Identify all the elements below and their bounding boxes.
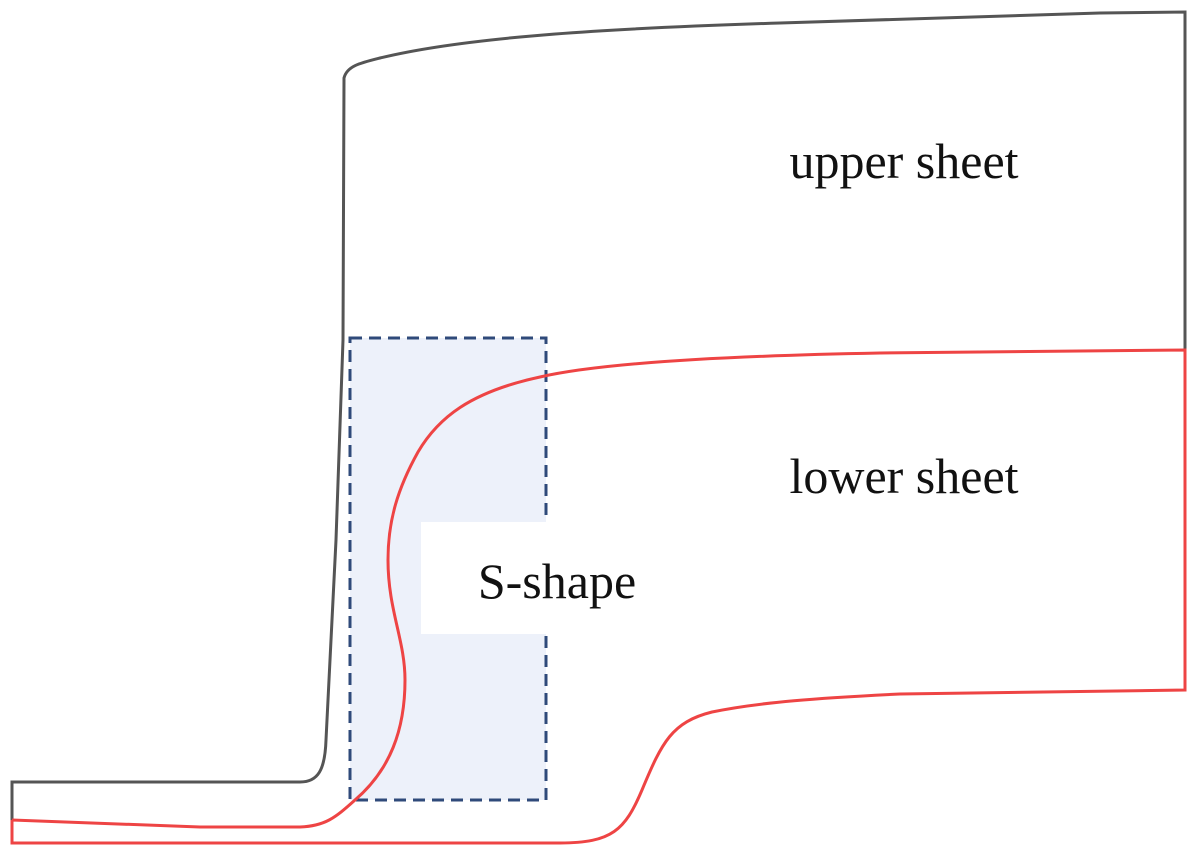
lower-sheet-label: lower sheet: [789, 448, 1018, 504]
s-shape-label: S-shape: [478, 553, 636, 609]
lower-sheet-outline: [10, 348, 1187, 845]
upper-sheet-label: upper sheet: [789, 133, 1018, 189]
upper-sheet-outline: [10, 10, 1187, 820]
s-shape-label-backdrop: [421, 522, 549, 634]
